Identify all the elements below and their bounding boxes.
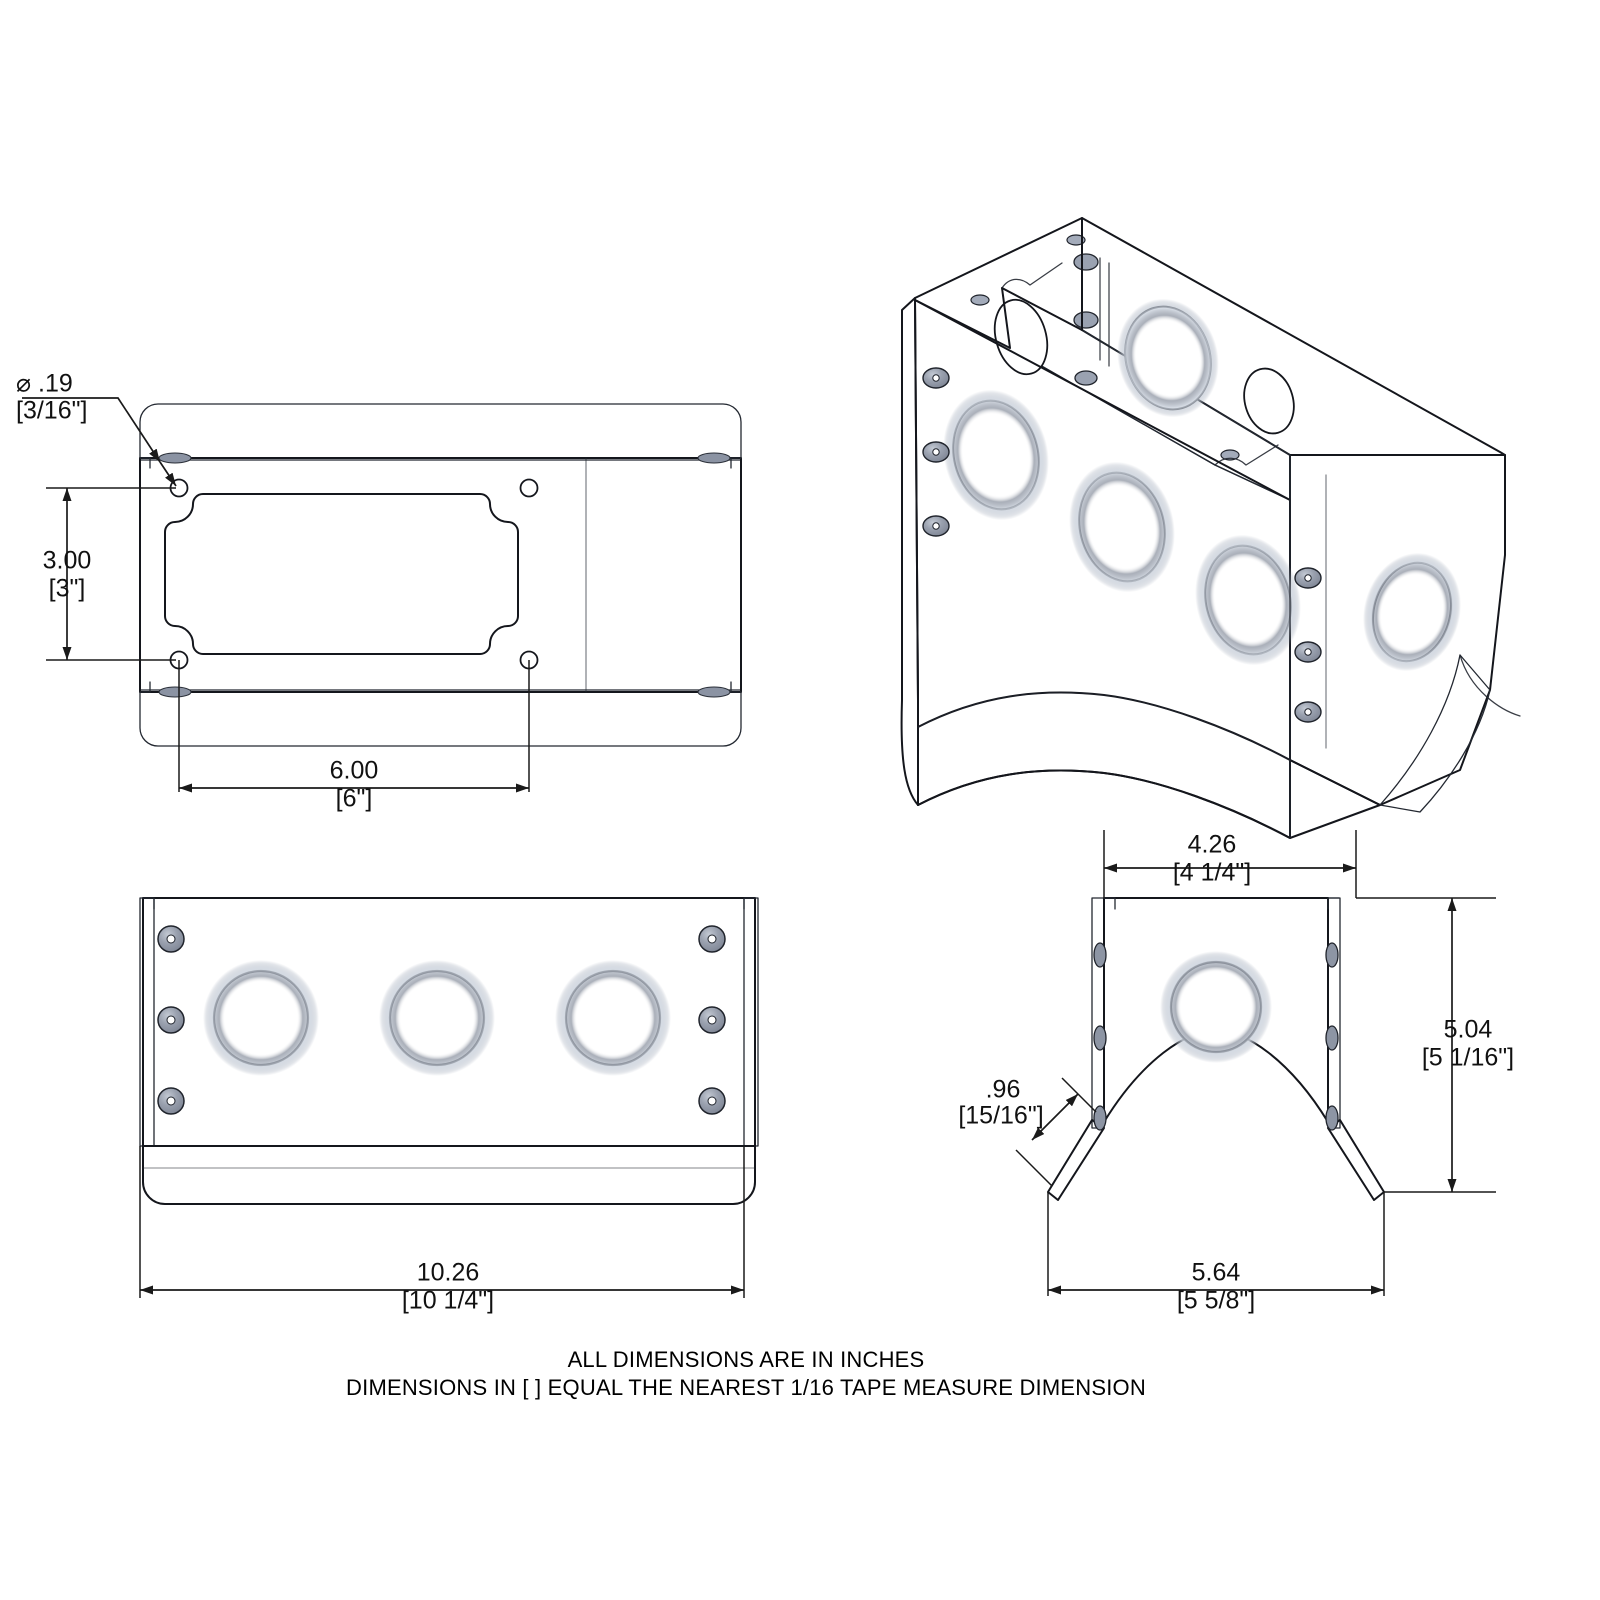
iso-interior-hole-right <box>1243 367 1295 435</box>
front-hole-1-emboss <box>203 960 319 1076</box>
dim-hole-diameter-bracket: [3/16"] <box>16 397 87 425</box>
iso-bottom-skirt <box>917 691 1291 839</box>
iso-left-dimples <box>922 367 950 537</box>
front-hole-3-emboss <box>555 960 671 1076</box>
mounting-hole-top-right <box>519 478 539 498</box>
dim-flange-length-value: .96 <box>986 1076 1021 1104</box>
top-view-rear-flange <box>139 403 742 461</box>
dimple-edge-1 <box>158 452 192 464</box>
iso-front-hole-1-emboss <box>943 389 1049 521</box>
iso-front-hole-2-emboss <box>1069 461 1175 593</box>
dim-hole-diameter-value: ⌀ .19 <box>16 370 73 398</box>
dim-hole-spacing-vertical: 3.00 [3"] <box>43 487 176 661</box>
front-knockout-holes <box>203 960 671 1076</box>
iso-interior-hole-large-emboss <box>1117 298 1219 418</box>
isometric-view <box>900 217 1521 839</box>
top-view-center-cutout <box>164 493 519 655</box>
side-dimple-r2 <box>1325 1025 1339 1051</box>
dim-vertical-bracket: [3"] <box>49 575 86 603</box>
top-view: ⌀ .19 [3/16"] 3.00 [3"] 6.00 [6"] <box>16 370 742 813</box>
iso-interior-boss-2 <box>1073 311 1099 329</box>
dim-horizontal-value: 6.00 <box>330 757 379 785</box>
front-bottom-skirt <box>142 1145 756 1205</box>
side-left-leg <box>1047 1119 1105 1201</box>
dim-overall-width-bracket: [5 5/8"] <box>1177 1287 1255 1315</box>
dim-horizontal-bracket: [6"] <box>336 785 373 813</box>
side-dimple-l1 <box>1093 942 1107 968</box>
dimple-edge-2 <box>697 452 731 464</box>
side-dimples <box>1093 942 1339 1131</box>
iso-front-holes <box>943 389 1301 666</box>
dim-vertical-value: 3.00 <box>43 547 92 575</box>
iso-rim-hole-3 <box>1220 449 1240 461</box>
iso-right-skirt <box>1379 654 1491 813</box>
dim-overall-length-bracket: [10 1/4"] <box>402 1287 494 1315</box>
side-right-return <box>1327 897 1341 1129</box>
side-left-return <box>1091 897 1105 1129</box>
iso-rim-hole-2 <box>970 294 990 306</box>
dim-overall-height: 5.04 [5 1/16"] <box>1356 897 1514 1193</box>
dim-overall-length: 10.26 [10 1/4"] <box>139 1146 745 1315</box>
side-right-leg <box>1327 1119 1385 1201</box>
dim-hole-spacing-horizontal: 6.00 [6"] <box>178 660 530 813</box>
dimple-edge-3 <box>158 686 192 698</box>
dim-body-width-bracket: [4 1/4"] <box>1173 859 1251 887</box>
dim-overall-length-value: 10.26 <box>417 1259 480 1287</box>
front-hole-2-emboss <box>379 960 495 1076</box>
front-view: 10.26 [10 1/4"] <box>139 897 759 1315</box>
dim-hole-diameter: ⌀ .19 [3/16"] <box>16 370 177 487</box>
dim-overall-height-value: 5.04 <box>1444 1016 1493 1044</box>
iso-rim-hole-1 <box>1066 234 1086 246</box>
side-view: 4.26 [4 1/4"] 5.04 [5 1/16"] .96 [15/16"… <box>958 830 1514 1315</box>
general-notes: ALL DIMENSIONS ARE IN INCHES DIMENSIONS … <box>346 1347 1146 1400</box>
top-view-face <box>139 457 742 693</box>
side-dimple-l3 <box>1093 1105 1107 1131</box>
side-dimple-r1 <box>1325 942 1339 968</box>
note-line-2: DIMENSIONS IN [ ] EQUAL THE NEAREST 1/16… <box>346 1375 1146 1400</box>
dim-body-width: 4.26 [4 1/4"] <box>1103 830 1357 898</box>
iso-left-end-wall <box>900 297 919 806</box>
side-dimple-r3 <box>1325 1105 1339 1131</box>
dim-overall-width: 5.64 [5 5/8"] <box>1047 1192 1385 1315</box>
side-hole-emboss <box>1160 951 1272 1063</box>
dim-body-width-value: 4.26 <box>1188 831 1237 859</box>
side-dimple-l2 <box>1093 1025 1107 1051</box>
dim-overall-width-value: 5.64 <box>1192 1259 1241 1287</box>
front-dimples <box>157 925 726 1115</box>
note-line-1: ALL DIMENSIONS ARE IN INCHES <box>568 1347 925 1372</box>
iso-end-hole-emboss <box>1362 552 1462 672</box>
iso-front-hole-3-emboss <box>1195 534 1301 666</box>
iso-interior-boss-1 <box>1073 253 1099 271</box>
top-view-front-flange <box>139 689 742 747</box>
iso-right-dimples <box>1294 567 1322 723</box>
iso-interior-boss-3 <box>1074 370 1098 386</box>
dim-flange-length: .96 [15/16"] <box>958 1076 1097 1187</box>
dim-overall-height-bracket: [5 1/16"] <box>1422 1044 1514 1072</box>
dim-flange-length-bracket: [15/16"] <box>958 1102 1043 1130</box>
dimple-edge-4 <box>697 686 731 698</box>
